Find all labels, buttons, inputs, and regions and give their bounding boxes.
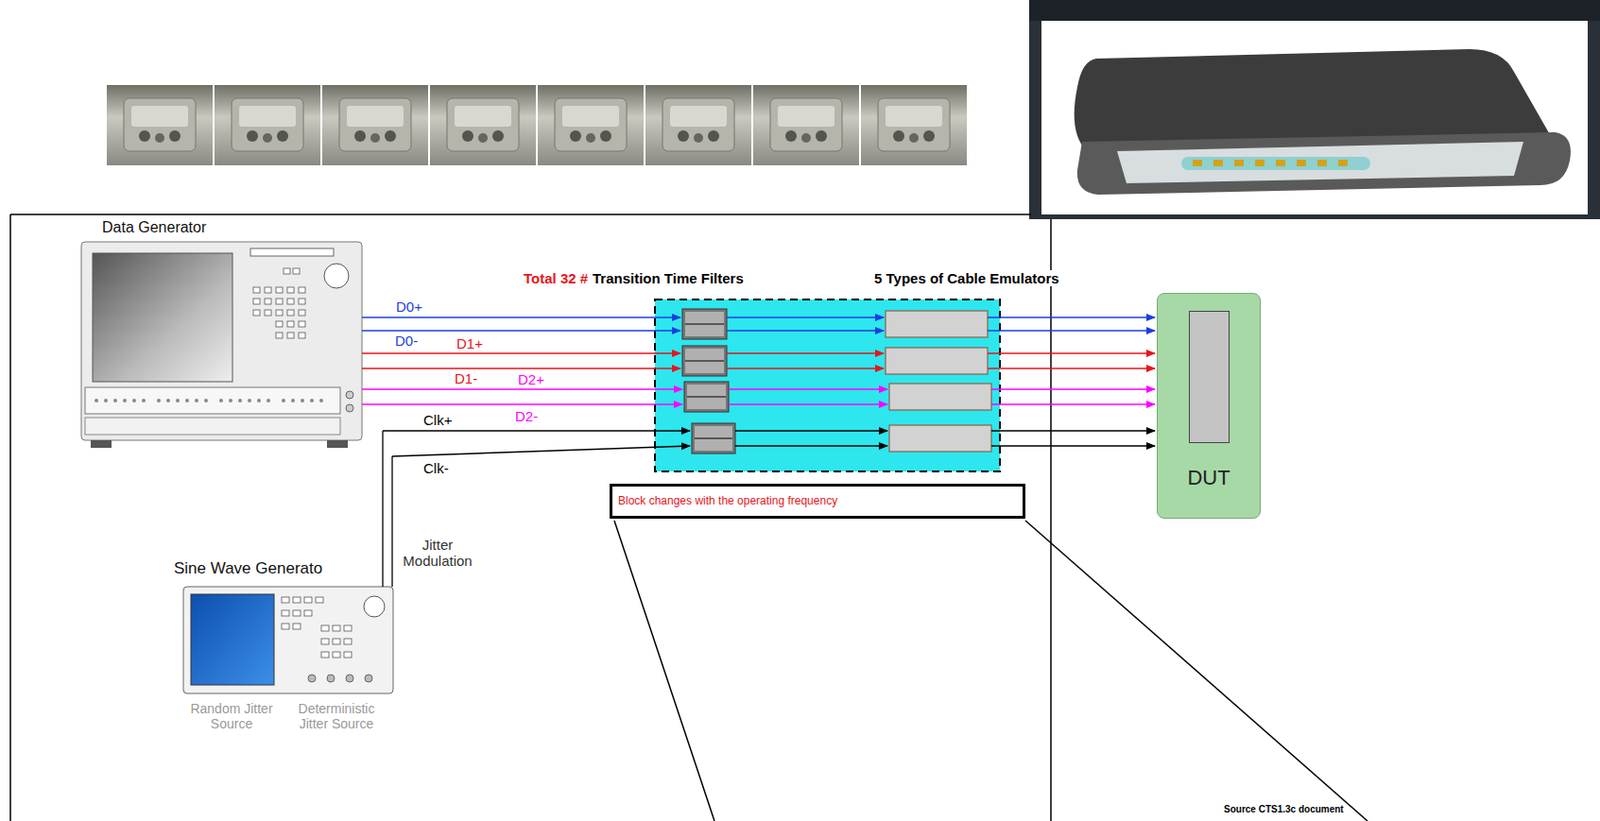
device-photo [1029, 0, 1600, 220]
signal-name: Clk+ [423, 412, 452, 429]
sine-generator: Sine Wave Generato [173, 559, 397, 697]
sine-generator-illustration [183, 586, 394, 694]
jitter-label: Jitter Modulation [396, 536, 479, 570]
emulator-heading: 5 Types of Cable Emulators [872, 270, 1062, 287]
signal-name: D2+ [517, 371, 545, 388]
node-title: Sine Wave Generato [173, 559, 397, 579]
dut-box: DUT [1156, 292, 1261, 519]
node-title: Block changes with the operating frequen… [618, 494, 1017, 508]
filter-count: Total 32 # [523, 270, 588, 287]
signal-wires [361, 317, 1155, 457]
cable-emulators [885, 310, 992, 452]
source-caption: Deterministic Jitter Source [284, 701, 389, 732]
signal-name: D0- [395, 332, 418, 349]
note-box: Block changes with the operating frequen… [609, 483, 1026, 519]
dut-panel [1188, 310, 1230, 444]
node-title: Data Generator [102, 219, 388, 237]
signal-name: D1- [454, 370, 478, 387]
data-generator: Data Generator [81, 219, 388, 462]
node-title: DUT [1157, 465, 1260, 491]
source-note: Source CTS1.3c document [1223, 804, 1344, 816]
source-caption: Random Jitter Source [189, 701, 275, 732]
signal-name: D0+ [395, 298, 423, 315]
data-generator-illustration [81, 241, 362, 448]
signal-name: D2- [515, 408, 538, 425]
filter-emulator-block [654, 299, 1000, 472]
signal-name: D1+ [456, 335, 483, 352]
jitter-modulation-wires [382, 430, 393, 587]
signal-name: Clk- [423, 460, 449, 477]
filter-heading: Transition Time Filters [592, 270, 744, 287]
frame-lines [10, 214, 1051, 821]
callout-lines [614, 520, 1368, 821]
connector-photo-strip [106, 85, 967, 166]
